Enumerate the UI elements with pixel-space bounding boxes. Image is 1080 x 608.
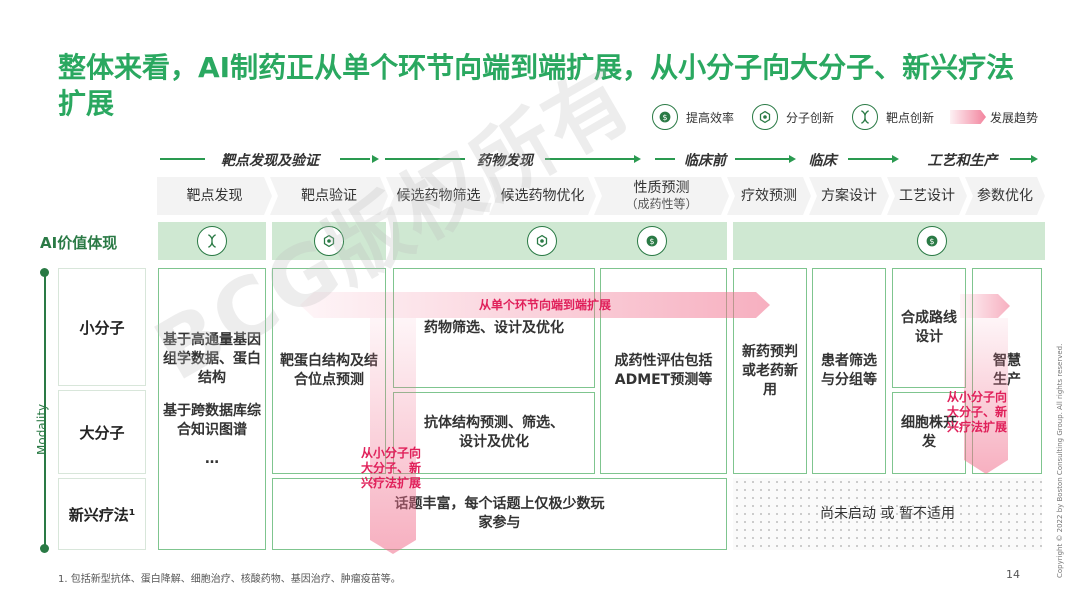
phase-line: [655, 158, 675, 160]
legend-molecule: 分子创新: [752, 104, 834, 130]
phase-line: [340, 158, 370, 160]
phase-line: [160, 158, 205, 160]
trend-arrow-icon: [950, 110, 986, 124]
cell-emerging-na: 尚未启动 或 暂不适用: [733, 478, 1042, 550]
molecule-icon: [527, 226, 557, 256]
arrowhead-icon: [892, 155, 899, 163]
phase-line: [1010, 158, 1032, 160]
phase-discovery: 药物发现: [477, 153, 533, 169]
trend-arrow-horizontal: [300, 292, 770, 318]
efficiency-icon: $: [917, 226, 947, 256]
trend-arrow-vertical-right: [964, 318, 1008, 474]
cell-process-small: 合成路线设计: [892, 268, 966, 388]
footnote: 1. 包括新型抗体、蛋白降解、细胞治疗、核酸药物、基因治疗、肿瘤疫苗等。: [58, 574, 401, 585]
step-parameter-optimization: 参数优化: [965, 177, 1045, 215]
modality-label: Modality: [35, 403, 49, 455]
trend-text-vertical-right: 从小分子向大分子、新兴疗法扩展: [946, 390, 1007, 434]
molecule-icon: [752, 104, 778, 130]
phase-line: [848, 158, 893, 160]
phase-line: [545, 158, 635, 160]
cell-process-large: 细胞株开发: [892, 392, 966, 474]
arrowhead-icon: [1031, 155, 1038, 163]
efficiency-icon: $: [637, 226, 667, 256]
copyright: Copyright © 2022 by Boston Consulting Gr…: [1056, 343, 1064, 578]
cell-text: 患者筛选与分组等: [821, 353, 877, 388]
cell-emerging: 话题丰富，每个话题上仅极少数玩家参与: [272, 478, 727, 550]
step-process-design: 工艺设计: [887, 177, 967, 215]
step-property-prediction: 性质预测 （成药性等）: [594, 177, 729, 215]
svg-text:$: $: [929, 236, 934, 246]
arrowhead-icon: [634, 155, 641, 163]
row-emerging-therapy: 新兴疗法¹: [58, 478, 146, 550]
cell-drug-small: 药物筛选、设计及优化: [393, 268, 595, 388]
axis-dot: [40, 268, 49, 277]
legend-trend: 发展趋势: [950, 104, 1038, 130]
legend-label: 提高效率: [686, 110, 735, 125]
phase-manufacturing: 工艺和生产: [927, 153, 998, 169]
row-large-molecule: 大分子: [58, 390, 146, 474]
step-label: 性质预测: [633, 180, 690, 196]
trend-text-horizontal: 从单个环节向端到端扩展: [478, 298, 611, 312]
legend-label: 分子创新: [786, 110, 835, 125]
ai-value-label: AI价值体现: [40, 233, 118, 252]
cell-text: 尚未启动 或 暂不适用: [820, 505, 955, 522]
cell-text: 细胞株开发: [901, 415, 957, 450]
phase-clinical: 临床: [808, 153, 837, 169]
dna-target-icon: [197, 226, 227, 256]
cell-text: 新药预判或老药新用: [742, 343, 798, 398]
cell-target-discovery: 基于高通量基因组学数据、蛋白结构 基于跨数据库综合知识图谱 …: [158, 268, 266, 550]
ai-band: [272, 222, 386, 260]
cell-text: 基于跨数据库综合知识图谱: [163, 403, 261, 438]
efficiency-icon: $: [652, 104, 678, 130]
legend-target: 靶点创新: [852, 104, 934, 130]
phase-target: 靶点发现及验证: [221, 153, 319, 169]
cell-trial: 患者筛选与分组等: [812, 268, 886, 474]
arrowhead-icon: [372, 155, 379, 163]
legend-label: 发展趋势: [990, 110, 1039, 125]
dna-target-icon: [852, 104, 878, 130]
trend-arrow-horizontal-right: [960, 294, 1010, 318]
cell-text: 靶蛋白结构及结合位点预测: [280, 353, 378, 388]
modality-axis: [44, 270, 46, 548]
page-number: 14: [1006, 568, 1020, 581]
step-target-validation: 靶点验证: [270, 177, 388, 215]
step-target-discovery: 靶点发现: [157, 177, 272, 215]
phase-line: [735, 158, 790, 160]
ai-band: $: [733, 222, 1045, 260]
step-candidate-optimization: 候选药物优化: [489, 177, 596, 215]
legend-efficiency: $ 提高效率: [652, 104, 734, 130]
cell-text: 话题丰富，每个话题上仅极少数玩家参与: [394, 496, 605, 531]
ai-band: $: [393, 222, 727, 260]
ai-band: [158, 222, 266, 260]
step-sublabel: （成药性等）: [625, 197, 698, 211]
legend-label: 靶点创新: [886, 110, 935, 125]
cell-text: 合成路线设计: [901, 310, 957, 345]
row-small-molecule: 小分子: [58, 268, 146, 386]
cell-drug-large: 抗体结构预测、筛选、设计及优化: [393, 392, 595, 474]
phase-preclinical: 临床前: [684, 153, 726, 169]
step-candidate-screening: 候选药物筛选: [386, 177, 491, 215]
trend-arrow-vertical-left: [370, 318, 416, 554]
phase-line: [385, 158, 465, 160]
cell-text: 药物筛选、设计及优化: [424, 319, 564, 336]
cell-text: …: [205, 451, 219, 467]
molecule-icon: [314, 226, 344, 256]
trend-text-vertical-left: 从小分子向大分子、新兴疗法扩展: [360, 446, 421, 490]
axis-dot: [40, 544, 49, 553]
arrowhead-icon: [789, 155, 796, 163]
svg-text:$: $: [662, 112, 667, 122]
cell-text: 抗体结构预测、筛选、设计及优化: [424, 415, 564, 450]
svg-text:$: $: [649, 236, 654, 246]
cell-text: 成药性评估包括ADMET预测等: [614, 353, 713, 388]
step-trial-design: 方案设计: [809, 177, 889, 215]
cell-text: 基于高通量基因组学数据、蛋白结构: [163, 332, 261, 386]
step-efficacy-prediction: 疗效预测: [727, 177, 811, 215]
page-title: 整体来看，AI制药正从单个环节向端到端扩展，从小分子向大分子、新兴疗法扩展: [58, 51, 1015, 120]
